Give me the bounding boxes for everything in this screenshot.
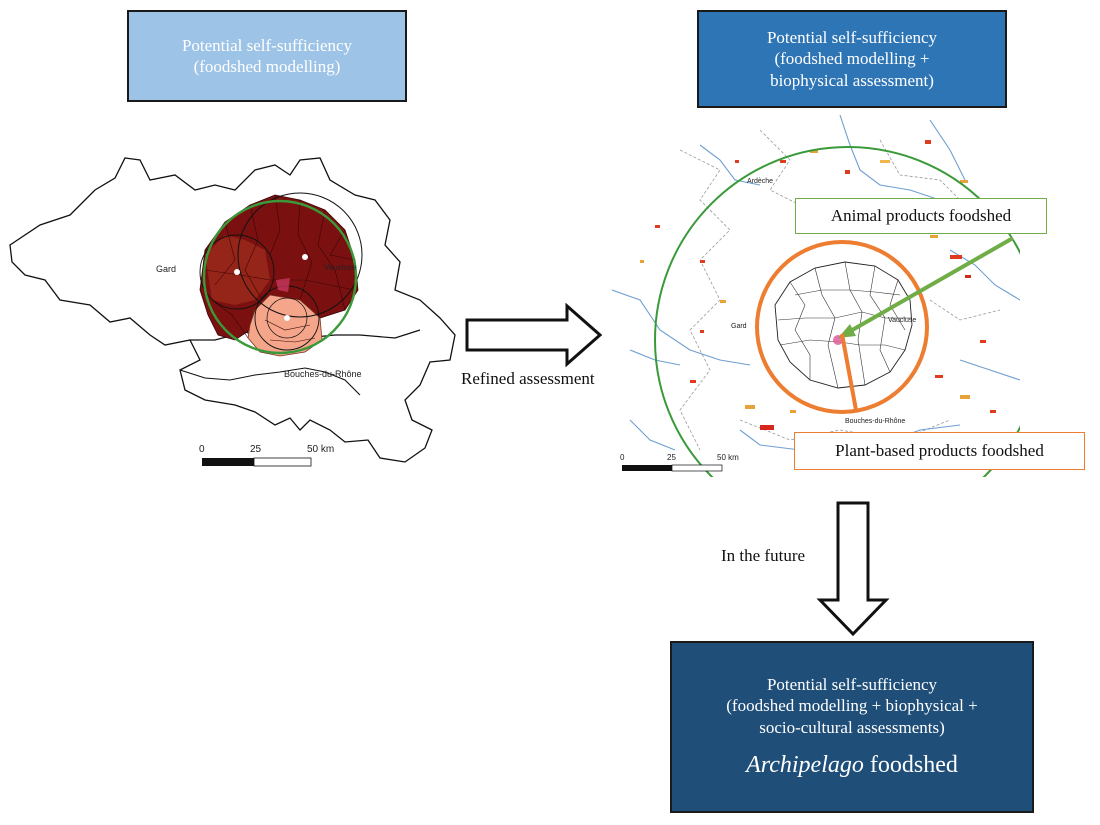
scale-end: 50 km [307, 444, 334, 455]
label-gard-right: Gard [731, 323, 747, 330]
animal-pointer [846, 236, 1014, 335]
foodshed-circle-4 [266, 297, 308, 339]
region-outline [9, 157, 456, 463]
scale-bar-right: 0 25 50 km [620, 453, 739, 472]
biophysical-line2: (foodshed modelling + [774, 49, 930, 69]
future-line1: Potential self-sufficiency [766, 675, 938, 695]
label-bdr-right: Bouches-du-Rhône [845, 418, 905, 425]
city-marker [276, 278, 290, 292]
archipelago-word: Archipelago [746, 751, 864, 778]
animal-foodshed-circle [654, 146, 1020, 477]
foodshed-circle-outer [202, 199, 358, 355]
city-dot-3 [284, 315, 290, 321]
right-map: Ardèche Gard Vaucluse Bouches-du-Rhône 0… [612, 114, 1020, 477]
label-ardeche: Ardèche [747, 178, 773, 185]
foodshed-word: foodshed [863, 751, 958, 778]
future-box: Potential self-sufficiency (foodshed mod… [670, 641, 1034, 813]
label-vaucluse-right: Vaucluse [888, 317, 916, 324]
left-map: Gard Vaucluse Bouches-du-Rhône 0 25 50 k… [9, 157, 456, 467]
animal-foodshed-label: Animal products foodshed [795, 198, 1047, 234]
plant-radius [840, 333, 858, 411]
modelling-line2: (foodshed modelling) [193, 57, 341, 76]
coastline [179, 367, 361, 396]
biophysical-line3: biophysical assessment) [770, 70, 934, 90]
commune-lines [777, 261, 912, 389]
label-bouches-du-rhone: Bouches-du-Rhône [284, 369, 362, 379]
plant-foodshed-circle [755, 240, 929, 414]
label-vaucluse: Vaucluse [324, 263, 357, 272]
foodshed-circle-1 [199, 234, 275, 310]
scale-mid: 25 [250, 444, 262, 455]
scale-zero: 0 [199, 444, 205, 455]
refined-assessment-label: Refined assessment [461, 369, 595, 388]
foodshed-circle-2 [237, 192, 363, 318]
city-dot-2 [302, 254, 308, 260]
commune-cluster [774, 261, 913, 389]
plant-foodshed-label: Plant-based products foodshed [794, 432, 1085, 470]
biophysical-line1: Potential self-sufficiency [766, 28, 938, 48]
scale-mid-right: 25 [667, 453, 676, 462]
future-line3: socio-cultural assessments) [759, 717, 945, 737]
scale-bar-left: 0 25 50 km [199, 444, 334, 467]
modelling-line1: Potential self-sufficiency [181, 35, 353, 55]
scale-end-right: 50 km [717, 453, 739, 462]
modelling-box: Potential self-sufficiency (foodshed mod… [127, 10, 407, 102]
refined-arrow [465, 302, 603, 368]
scale-zero-right: 0 [620, 453, 625, 462]
label-gard: Gard [156, 264, 176, 274]
future-line2: (foodshed modelling + biophysical + [726, 696, 978, 716]
archipelago-title: Archipelago foodshed [672, 750, 1032, 780]
commune-borders [204, 194, 356, 343]
biophysical-box: Potential self-sufficiency (foodshed mod… [697, 10, 1007, 108]
in-the-future-label: In the future [721, 546, 806, 565]
city-dot-1 [234, 269, 240, 275]
future-arrow [816, 501, 890, 637]
